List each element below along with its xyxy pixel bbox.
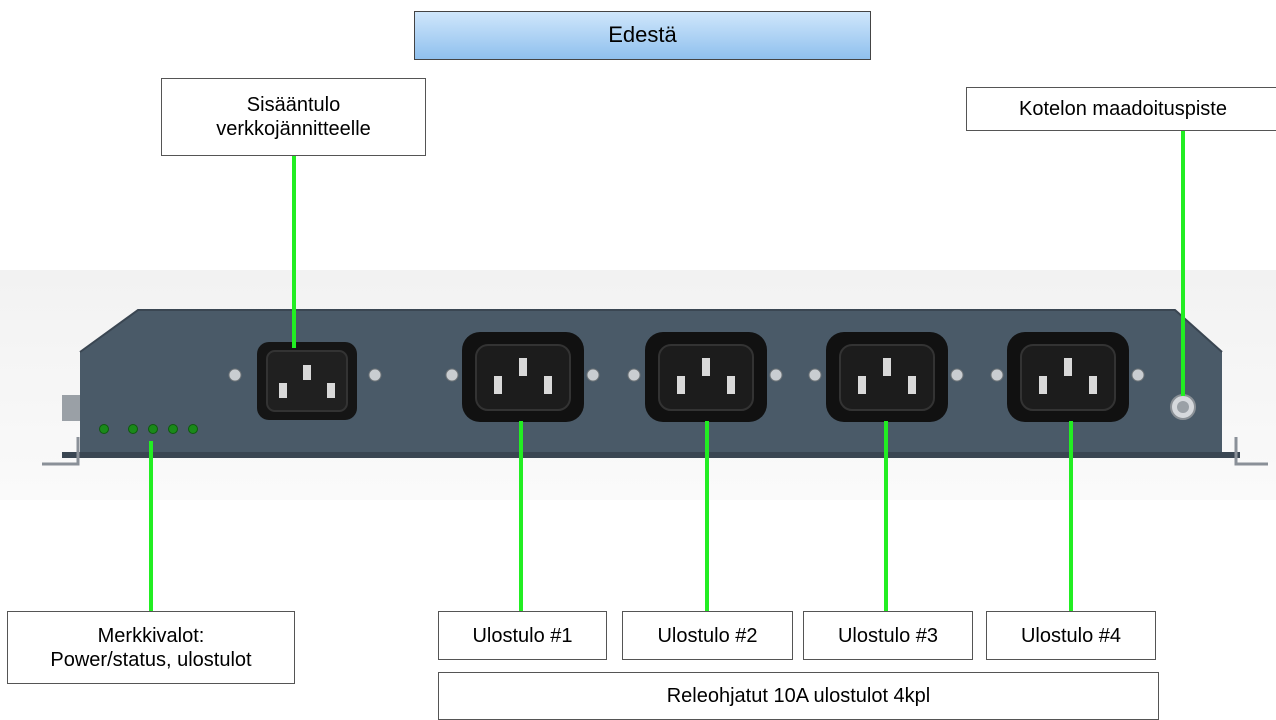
callout-mains-input-line2: verkkojännitteelle bbox=[216, 118, 371, 140]
output-socket-3 bbox=[808, 332, 964, 422]
right-mounting-foot bbox=[1234, 437, 1268, 466]
callout-relay-outputs: Releohjatut 10A ulostulot 4kpl bbox=[438, 672, 1159, 720]
callout-output-3-text: Ulostulo #3 bbox=[837, 624, 939, 647]
ground-point bbox=[1170, 394, 1196, 420]
callout-chassis-ground: Kotelon maadoituspiste bbox=[966, 87, 1276, 131]
chassis-bottom-rail bbox=[62, 452, 1240, 458]
callout-indicators-line1: Merkkivalot: bbox=[97, 624, 205, 647]
led-power bbox=[99, 424, 109, 434]
leader-indicators bbox=[149, 441, 153, 611]
led-output-2 bbox=[148, 424, 158, 434]
leader-output-3 bbox=[884, 421, 888, 611]
callout-output-1: Ulostulo #1 bbox=[438, 611, 607, 660]
callout-relay-outputs-text: Releohjatut 10A ulostulot 4kpl bbox=[666, 685, 931, 707]
leader-mains-input bbox=[292, 156, 296, 348]
output-socket-2 bbox=[627, 332, 783, 422]
page-title: Edestä bbox=[414, 11, 871, 60]
left-mounting-foot bbox=[42, 437, 80, 466]
page-title-text: Edestä bbox=[608, 22, 677, 48]
leader-output-4 bbox=[1069, 421, 1073, 611]
led-output-3 bbox=[168, 424, 178, 434]
callout-output-2-text: Ulostulo #2 bbox=[657, 624, 758, 647]
inlet-screw-left bbox=[228, 368, 242, 382]
callout-mains-input: Sisääntulo verkkojännitteelle bbox=[161, 78, 426, 156]
indicator-leds bbox=[99, 424, 198, 434]
leader-chassis-ground bbox=[1181, 131, 1185, 396]
callout-indicators: Merkkivalot: Power/status, ulostulot bbox=[7, 611, 295, 684]
callout-mains-input-line1: Sisääntulo bbox=[246, 94, 341, 116]
led-output-1 bbox=[128, 424, 138, 434]
callout-output-3: Ulostulo #3 bbox=[803, 611, 973, 660]
leader-output-1 bbox=[519, 421, 523, 611]
callout-output-4-text: Ulostulo #4 bbox=[1020, 624, 1122, 647]
callout-output-2: Ulostulo #2 bbox=[622, 611, 793, 660]
callout-indicators-line2: Power/status, ulostulot bbox=[50, 648, 252, 671]
side-connector bbox=[62, 395, 80, 421]
inlet-screw-right bbox=[368, 368, 382, 382]
leader-output-2 bbox=[705, 421, 709, 611]
callout-output-1-text: Ulostulo #1 bbox=[472, 624, 573, 647]
mains-inlet bbox=[228, 342, 382, 420]
led-output-4 bbox=[188, 424, 198, 434]
chassis-top-edge bbox=[79, 309, 1223, 353]
callout-output-4: Ulostulo #4 bbox=[986, 611, 1156, 660]
callout-chassis-ground-text: Kotelon maadoituspiste bbox=[1019, 98, 1227, 120]
output-socket-1 bbox=[445, 332, 600, 422]
output-socket-4 bbox=[990, 332, 1145, 422]
